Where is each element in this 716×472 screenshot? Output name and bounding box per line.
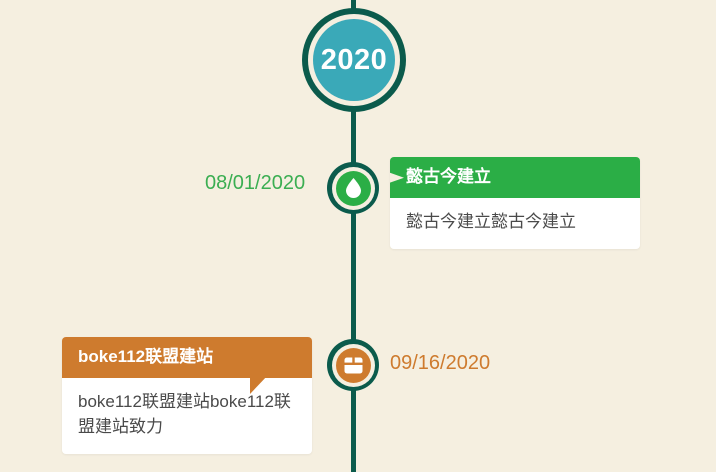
water-drop-icon [344, 177, 363, 199]
event-2-node[interactable] [327, 339, 379, 391]
event-2-card-arrow [250, 356, 268, 394]
event-2-card[interactable]: boke112联盟建站 boke112联盟建站boke112联盟建站致力 [62, 337, 312, 454]
event-1-node[interactable] [327, 162, 379, 214]
event-1-node-ring-gap [331, 166, 375, 210]
event-1-date: 08/01/2020 [205, 172, 306, 194]
year-marker-disc: 2020 [313, 19, 395, 101]
event-2-card-body: boke112联盟建站boke112联盟建站致力 [62, 378, 312, 454]
event-1-card-body: 懿古今建立懿古今建立 [390, 198, 640, 250]
event-1-card[interactable]: 懿古今建立 懿古今建立懿古今建立 [390, 157, 640, 250]
timeline-spine [351, 0, 356, 472]
event-1-node-disc [335, 170, 371, 206]
year-marker-ring-gap: 2020 [308, 14, 400, 106]
event-1-card-title: 懿古今建立 [390, 157, 640, 199]
package-box-icon [343, 356, 364, 375]
event-2-node-ring-gap [331, 343, 375, 387]
event-2-node-disc [335, 347, 371, 383]
year-marker-label: 2020 [320, 43, 388, 76]
event-2-date: 09/16/2020 [390, 352, 491, 374]
timeline-year-marker[interactable]: 2020 [302, 8, 406, 112]
event-2-card-title: boke112联盟建站 [62, 337, 312, 379]
